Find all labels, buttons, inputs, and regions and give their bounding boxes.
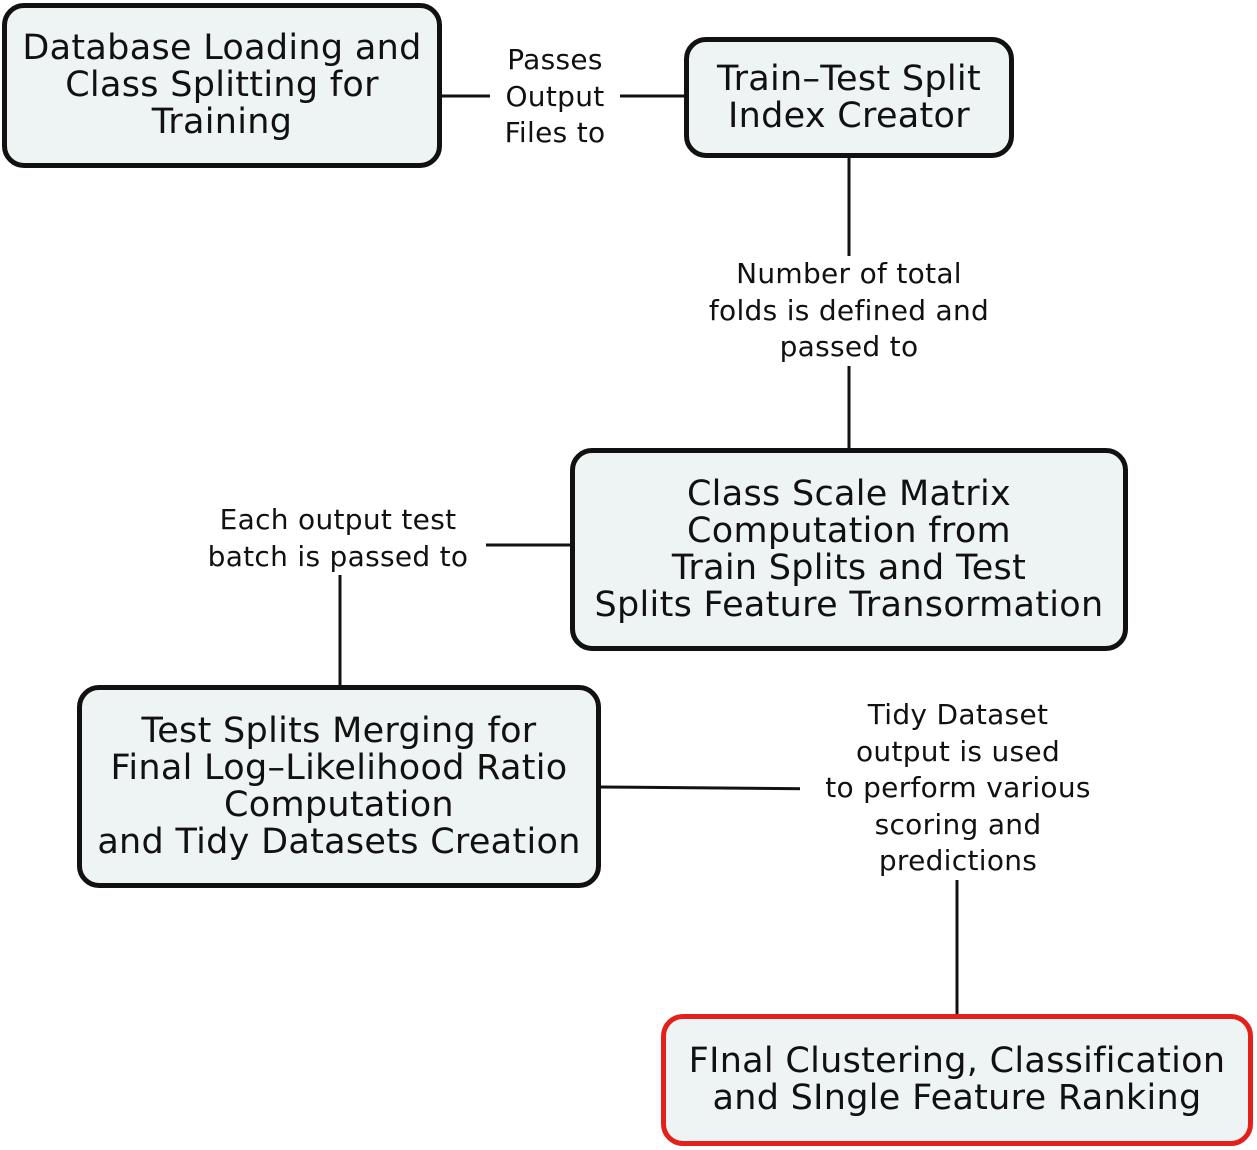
node-test-splits-merging-label: Test Splits Merging for Final Log–Likeli…	[97, 710, 581, 862]
edge-label-passes-output-files: Passes Output Files to	[490, 42, 620, 152]
node-class-scale-matrix: Class Scale Matrix Computation from Trai…	[570, 448, 1128, 651]
node-database-loading: Database Loading and Class Splitting for…	[2, 3, 442, 168]
edge-label-tidy-dataset-output: Tidy Dataset output is used to perform v…	[800, 697, 1116, 880]
edge-label-number-of-folds: Number of total folds is defined and pas…	[684, 256, 1014, 366]
node-split-index-creator: Train–Test Split Index Creator	[684, 37, 1014, 158]
node-split-index-creator-label: Train–Test Split Index Creator	[717, 58, 981, 136]
node-test-splits-merging: Test Splits Merging for Final Log–Likeli…	[77, 685, 601, 888]
node-database-loading-label: Database Loading and Class Splitting for…	[22, 28, 422, 142]
node-final-clustering: FInal Clustering, Classification and SIn…	[661, 1014, 1253, 1146]
node-final-clustering-label: FInal Clustering, Classification and SIn…	[688, 1041, 1226, 1118]
edge-label-each-output-batch: Each output test batch is passed to	[190, 502, 486, 575]
node-class-scale-matrix-label: Class Scale Matrix Computation from Trai…	[594, 473, 1104, 625]
